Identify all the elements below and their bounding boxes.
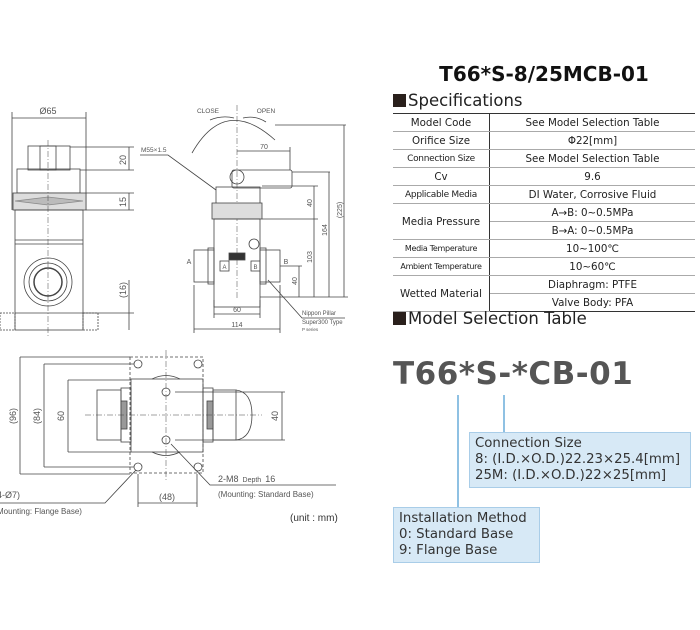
- connection-size-box: Connection Size 8: (I.D.×O.D.)22.23×25.4…: [469, 432, 691, 488]
- dim-handle: 70: [260, 144, 268, 151]
- dim-48: (48): [159, 492, 175, 502]
- table-row: Valve Body: PFA: [551, 296, 634, 309]
- flange-mount-note: Mounting: Flange Base): [0, 507, 82, 516]
- dim-40: 40: [270, 411, 280, 421]
- standard-mount-note: (Mounting: Standard Base): [218, 490, 314, 499]
- installation-leader-line: [457, 395, 459, 508]
- port-a-label: A: [187, 259, 192, 266]
- port-b-label: B: [284, 259, 289, 266]
- fitting-note-2: Super300 Type: [302, 320, 343, 326]
- fitting-note-1: Nippon Pillar: [302, 311, 336, 317]
- badge-a: A: [222, 265, 226, 271]
- product-title: T66*S-8/25MCB-01: [439, 62, 649, 86]
- front-view: Ø65 20 15 (16): [0, 106, 134, 336]
- square-bullet-icon: [393, 94, 406, 107]
- dim-164: 164: [322, 224, 329, 236]
- dim-total: (225): [337, 202, 344, 218]
- close-label: CLOSE: [197, 108, 220, 115]
- badge-b: B: [253, 265, 257, 271]
- side-view: CLOSE OPEN M55×1.5 70 40 103 164 (225) 4…: [140, 105, 348, 333]
- unit-label: (unit : mm): [290, 513, 338, 524]
- dim-bonnet: 40: [307, 199, 314, 207]
- dim-body-width: 60: [233, 307, 241, 314]
- specifications-heading: Specifications: [393, 91, 523, 110]
- dim-ring: 15: [118, 197, 128, 207]
- fitting-note-3: P series: [302, 327, 319, 332]
- dim-96: (96): [8, 408, 18, 424]
- connection-leader-line: [503, 395, 505, 433]
- dim-port-axis: 103: [307, 251, 314, 263]
- dim-base: (16): [118, 282, 128, 298]
- table-row: B→A: 0~0.5MPa: [393, 221, 695, 240]
- dim-overall-width: 114: [231, 322, 242, 329]
- thread-label: M55×1.5: [141, 147, 167, 154]
- dim-port-height: 40: [292, 277, 299, 285]
- flange-mount-label: 4-Ø7): [0, 490, 20, 500]
- dim-top: 20: [118, 155, 128, 165]
- installation-method-box: Installation Method 0: Standard Base 9: …: [393, 507, 540, 563]
- dim-diameter: Ø65: [39, 106, 56, 116]
- model-selection-heading: Model Selection Table: [393, 309, 587, 328]
- open-label: OPEN: [257, 108, 276, 115]
- square-bullet-icon: [393, 312, 406, 325]
- dim-60: 60: [56, 411, 66, 421]
- dim-84: (84): [32, 408, 42, 424]
- model-code: T66*S-*CB-01: [393, 356, 634, 392]
